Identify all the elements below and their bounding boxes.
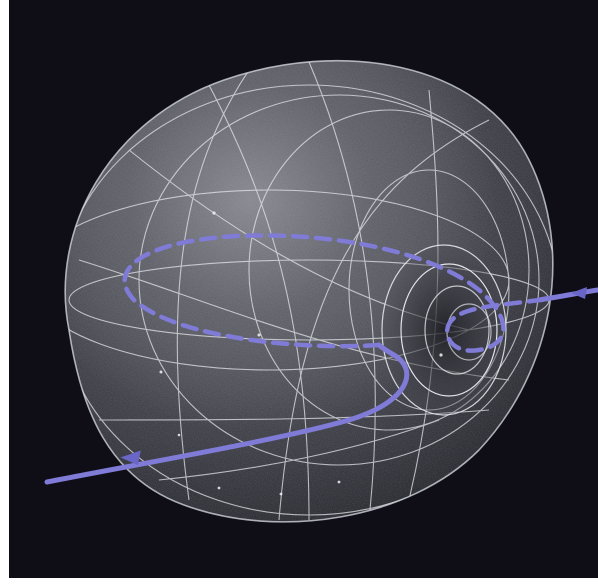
surface-highlights bbox=[159, 211, 443, 496]
torus-illustration-svg bbox=[9, 0, 598, 578]
flow-line-visible bbox=[44, 287, 598, 485]
flow-arrow-icon bbox=[120, 450, 141, 466]
flow-arrow-icon bbox=[571, 287, 587, 299]
flow-line-hidden bbox=[122, 233, 542, 353]
illustration bbox=[9, 0, 598, 578]
